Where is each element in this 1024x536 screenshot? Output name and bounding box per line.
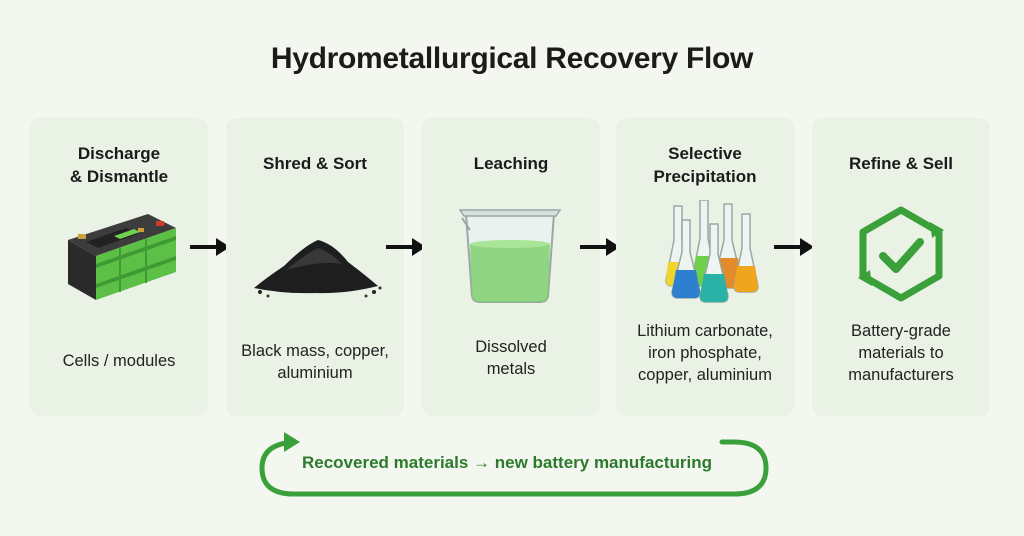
black-mass-pile-icon (254, 240, 382, 298)
stage-desc-line: Cells / modules (62, 352, 176, 370)
stage-desc-line: copper, aluminium (638, 366, 772, 384)
stage-description: Lithium carbonate, iron phosphate, coppe… (616, 320, 794, 386)
stage-title-line: & Dismantle (69, 167, 169, 186)
stage-title: Selective Precipitation (616, 142, 794, 188)
stage-desc-line: Battery-grade (851, 322, 951, 340)
stage-card-refine: Refine & Sell Battery-grade materials to… (812, 118, 990, 416)
stage-description: Dissolved metals (422, 336, 600, 380)
stage-card-shred: Shred & Sort Black mass, copper, alumini… (226, 118, 404, 416)
beaker-icon (458, 209, 562, 303)
stage-desc-line: manufacturers (848, 366, 954, 384)
stage-title-line: Precipitation (653, 167, 757, 186)
flow-arrow (386, 238, 426, 256)
battery-pack-icon (68, 214, 176, 300)
stage-description: Cells / modules (30, 350, 208, 372)
stage-desc-line: materials to (858, 344, 944, 362)
stage-title: Discharge & Dismantle (30, 142, 208, 188)
stage-title-line: Refine & Sell (849, 154, 953, 173)
stage-card-discharge: Discharge & Dismantle Cells / modules (30, 118, 208, 416)
stage-title: Leaching (422, 152, 600, 175)
stage-title-line: Discharge (77, 144, 161, 163)
stage-description: Black mass, copper, aluminium (226, 340, 404, 384)
stage-desc-line: iron phosphate, (648, 344, 762, 362)
flow-arrow (774, 238, 814, 256)
stage-title-line: Selective (668, 144, 742, 163)
recovery-loop-arrow (259, 432, 769, 497)
stage-title-line: Leaching (473, 154, 549, 173)
stage-title-line: Shred & Sort (263, 154, 367, 173)
flow-arrow (190, 238, 230, 256)
stage-card-precipitation: Selective Precipitation Lithium carbonat… (616, 118, 794, 416)
flow-arrow (580, 238, 620, 256)
flasks-icon (665, 200, 759, 303)
stage-desc-line: Black mass, copper, (241, 342, 389, 360)
stage-desc-line: aluminium (277, 364, 353, 382)
stage-title: Shred & Sort (226, 152, 404, 175)
stage-desc-line: Lithium carbonate, (637, 322, 773, 340)
recovery-loop-label: Recovered materials → new battery manufa… (301, 453, 713, 472)
stage-desc-line: Dissolved (475, 338, 547, 356)
stage-description: Battery-grade materials to manufacturers (812, 320, 990, 386)
stage-card-leaching: Leaching Dissolved metals (422, 118, 600, 416)
stage-title: Refine & Sell (812, 152, 990, 175)
stage-desc-line: metals (486, 360, 536, 378)
recycle-check-icon (858, 206, 944, 302)
page-title: Hydrometallurgical Recovery Flow (270, 42, 754, 75)
